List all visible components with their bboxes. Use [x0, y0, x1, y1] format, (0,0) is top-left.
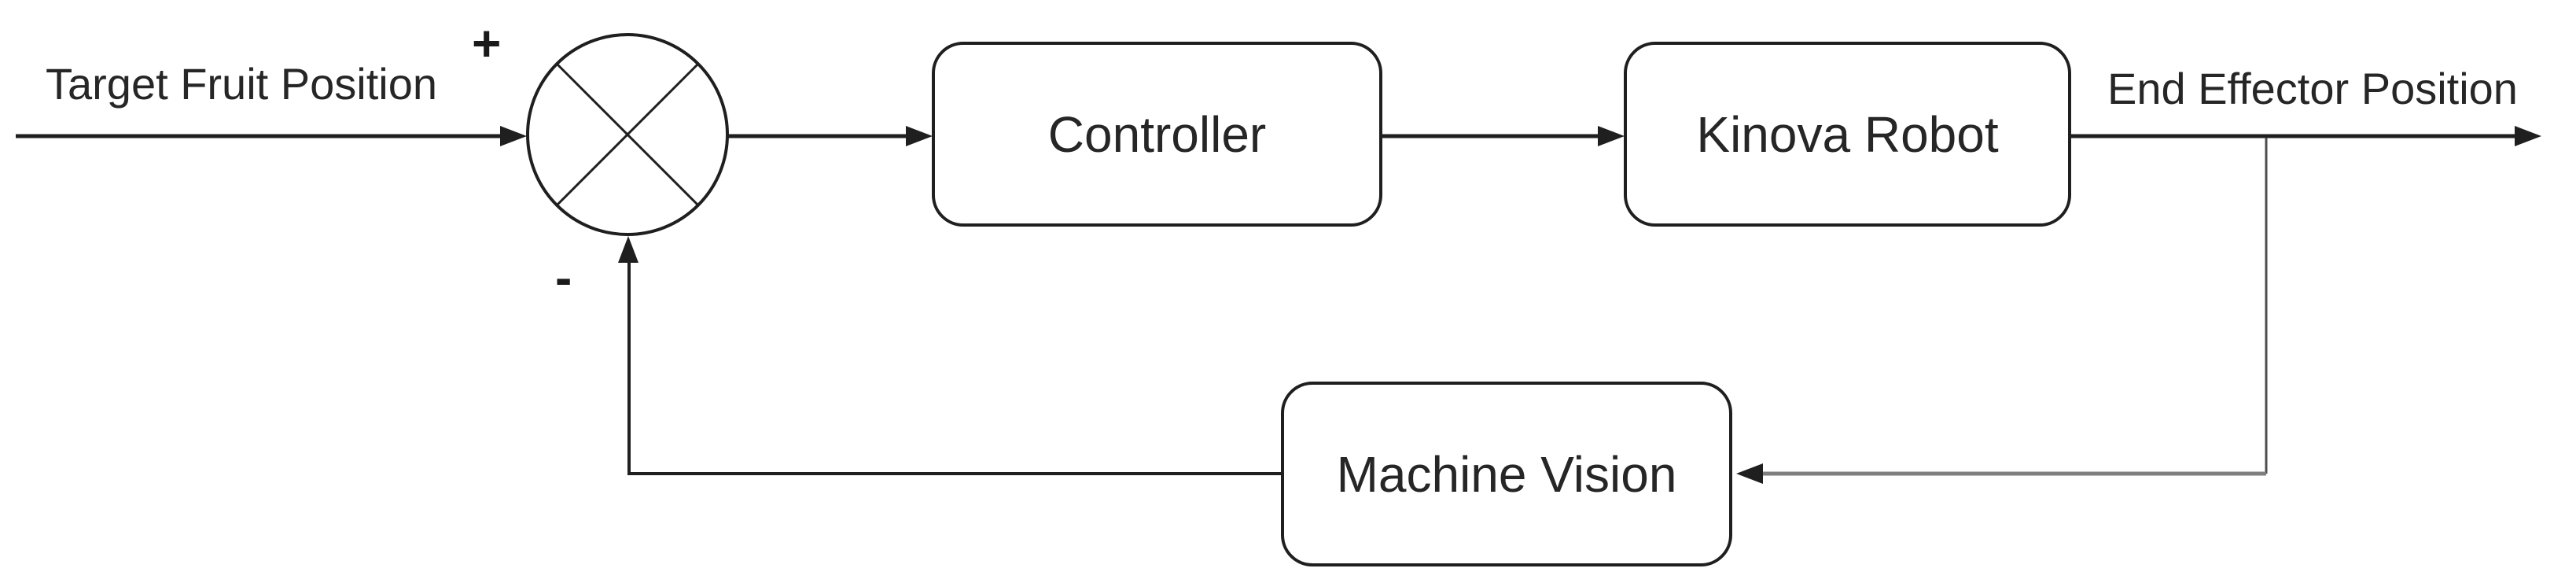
- kinova-robot-block: Kinova Robot: [1624, 42, 2071, 227]
- controller-input-arrowhead-icon: [906, 126, 933, 146]
- machine-vision-block: Machine Vision: [1281, 382, 1732, 566]
- output-arrowhead-icon: [2515, 126, 2541, 146]
- robot-input-arrowhead-icon: [1598, 126, 1625, 146]
- minus-sign: -: [555, 249, 572, 306]
- input-arrowhead-icon: [500, 126, 527, 146]
- summing-junction-cross-line: [555, 62, 700, 207]
- plus-sign: +: [472, 15, 502, 72]
- machine-vision-block-label: Machine Vision: [1336, 445, 1677, 503]
- controller-block-label: Controller: [1047, 105, 1267, 163]
- output-signal-label: End Effector Position: [2107, 64, 2518, 113]
- input-signal-label: Target Fruit Position: [46, 59, 437, 109]
- junction-feedback-arrowhead-icon: [618, 236, 638, 263]
- kinova-robot-block-label: Kinova Robot: [1696, 105, 1999, 163]
- controller-block: Controller: [932, 42, 1382, 227]
- vision-input-arrowhead-icon: [1736, 463, 1763, 484]
